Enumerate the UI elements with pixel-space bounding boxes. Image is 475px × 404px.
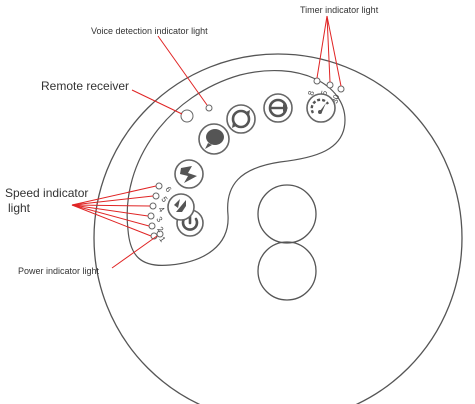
- lower-knob[interactable]: [257, 241, 317, 301]
- voice-label: Voice detection indicator light: [91, 26, 208, 36]
- timer-led-30: [337, 85, 345, 93]
- speed-leader-3: [71, 204, 149, 217]
- mode-button[interactable]: [174, 159, 204, 189]
- timer-value-30: 30: [330, 93, 341, 104]
- timer-led-15: [326, 81, 334, 89]
- timer-button[interactable]: [306, 93, 336, 123]
- speed-label-line2: light: [8, 201, 31, 215]
- voice-button[interactable]: [198, 123, 230, 155]
- power-leader: [111, 235, 158, 269]
- speed-leader-4: [71, 204, 151, 207]
- oscillate-button[interactable]: [226, 104, 256, 134]
- timer-leader-30: [326, 15, 342, 87]
- control-panel-outline: [126, 70, 346, 267]
- remote-label: Remote receiver: [41, 79, 129, 93]
- rotate-icon: [231, 109, 251, 129]
- timer-icon: [310, 98, 330, 114]
- speed-level-5: 5: [159, 195, 169, 204]
- speed-level-2: 2: [155, 225, 165, 234]
- speed-led-6: [155, 182, 163, 190]
- upper-knob[interactable]: [257, 184, 317, 244]
- speed-leader-5: [71, 195, 154, 206]
- voice-icon: [205, 129, 224, 149]
- voice-leader: [157, 35, 208, 106]
- voice-indicator-led: [205, 104, 213, 112]
- speed-leader-6: [71, 185, 157, 206]
- timer-led-8: [313, 77, 321, 85]
- speed-leader-2: [71, 204, 150, 227]
- power-label: Power indicator light: [18, 266, 100, 276]
- lightning-icon: [180, 166, 197, 183]
- speed-level-3: 3: [154, 215, 164, 224]
- speed-level-6: 6: [163, 185, 173, 194]
- speed-led-3: [147, 212, 155, 220]
- timer-leader-15: [326, 15, 331, 83]
- speed-icon: [174, 199, 186, 212]
- speed-label-line1: Speed indicator: [5, 186, 88, 200]
- speed-leader-1: [71, 204, 152, 237]
- remote-leader: [131, 89, 183, 115]
- speed-level-1: 1: [157, 235, 167, 244]
- swing-button[interactable]: [263, 93, 293, 123]
- swing-icon: [268, 98, 288, 118]
- speed-button[interactable]: [167, 193, 195, 221]
- speed-led-4: [149, 202, 157, 210]
- timer-label: Timer indicator light: [300, 5, 379, 15]
- device-body-outline: [93, 53, 463, 404]
- speed-led-2: [148, 222, 156, 230]
- power-indicator-led: [156, 230, 164, 238]
- timer-value-8: 8: [306, 89, 316, 96]
- remote-receiver: [180, 109, 194, 123]
- speed-level-4: 4: [156, 205, 166, 214]
- speed-led-5: [152, 192, 160, 200]
- timer-leader-8: [316, 15, 328, 79]
